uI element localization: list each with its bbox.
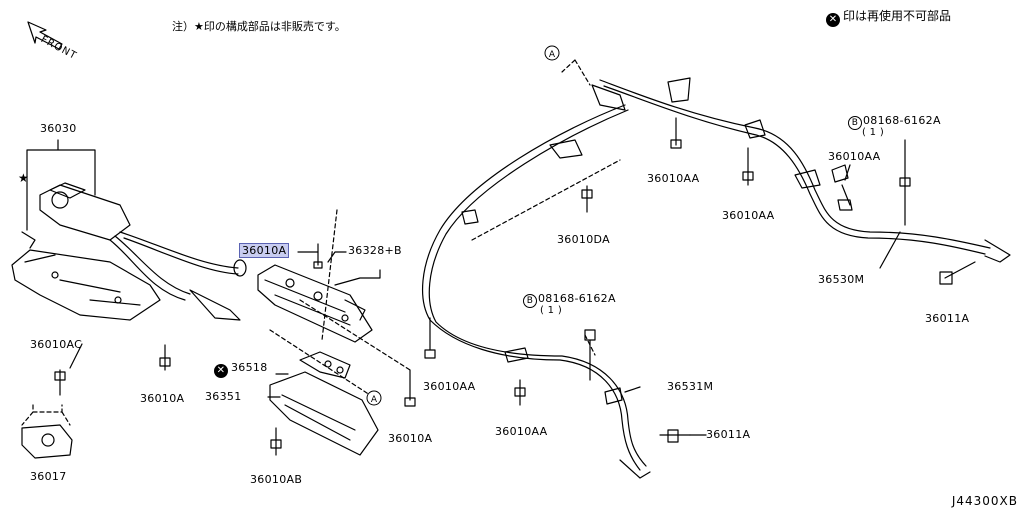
part-36010AC[interactable]: 36010AC — [30, 338, 83, 351]
clip-icons — [461, 84, 849, 405]
part-36531M[interactable]: 36531M — [667, 380, 714, 393]
part-36351[interactable]: 36351 — [205, 390, 242, 403]
cable-36531M — [421, 104, 651, 479]
part-08168-upper-number: 08168-6162A — [863, 114, 941, 127]
not-for-sale-note: 注）★印の構成部品は非販売です。 — [172, 20, 346, 33]
actuator-36030 — [11, 139, 161, 321]
ref-b-icon: B — [848, 116, 862, 130]
part-36010AA-4[interactable]: 36010AA — [423, 380, 476, 393]
part-36010AB[interactable]: 36010AB — [250, 473, 303, 486]
ref-mark-a-top: A — [549, 50, 556, 60]
star-mark: ★ — [18, 171, 29, 185]
part-36017[interactable]: 36017 — [30, 470, 67, 483]
not-reusable-legend: ✕印は再使用不可部品 — [826, 9, 951, 27]
bracket-36017 — [21, 424, 73, 459]
heat-shield-36351 — [269, 351, 379, 456]
part-08168-upper-qty: ( 1 ) — [862, 127, 885, 138]
part-36011A-bottom[interactable]: 36011A — [706, 428, 751, 441]
not-reusable-icon: ✕ — [214, 364, 228, 378]
part-36030[interactable]: 36030 — [40, 122, 77, 135]
front-arrow-icon — [27, 21, 63, 50]
part-36530M[interactable]: 36530M — [818, 273, 865, 286]
part-36010A-highlighted[interactable]: 36010A — [238, 243, 290, 258]
cable-36530M — [599, 77, 1011, 263]
part-08168-lower-number: 08168-6162A — [538, 292, 616, 305]
diagram-code: J44300XB — [951, 494, 1018, 508]
part-36010A-left[interactable]: 36010A — [140, 392, 185, 405]
part-36518[interactable]: ✕36518 — [214, 361, 268, 378]
label-leaders — [69, 164, 901, 436]
part-36010AA-2[interactable]: 36010AA — [722, 209, 775, 222]
part-36010DA[interactable]: 36010DA — [557, 233, 610, 246]
leader-lines — [21, 59, 621, 426]
part-36010AA-5[interactable]: 36010AA — [495, 425, 548, 438]
ref-b-icon: B — [523, 294, 537, 308]
bolt-icons — [54, 117, 976, 456]
bracket-36328 — [257, 264, 381, 343]
part-36518-number: 36518 — [231, 361, 268, 374]
ref-mark-a-bottom: A — [371, 395, 378, 405]
cable-front — [109, 231, 247, 321]
part-36011A-right[interactable]: 36011A — [925, 312, 970, 325]
not-reusable-icon: ✕ — [826, 13, 840, 27]
part-36010AA-1[interactable]: 36010AA — [647, 172, 700, 185]
part-36010A-bottom[interactable]: 36010A — [388, 432, 433, 445]
part-08168-lower-qty: ( 1 ) — [540, 305, 563, 316]
part-36328B[interactable]: 36328+B — [348, 244, 402, 257]
not-reusable-text: 印は再使用不可部品 — [843, 9, 952, 23]
part-36010AA-3[interactable]: 36010AA — [828, 150, 881, 163]
